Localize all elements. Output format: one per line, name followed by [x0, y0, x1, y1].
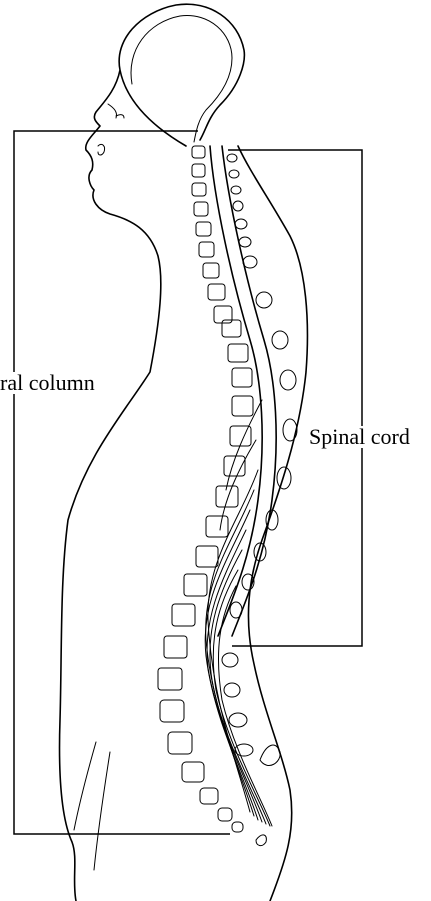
vertebral-bodies [158, 146, 253, 832]
vertebral-processes [222, 154, 297, 846]
body-outline-front [60, 4, 245, 901]
skull-inner-line [131, 16, 232, 142]
eye-mark [108, 104, 124, 118]
spinal-cord-label: Spinal cord [307, 426, 412, 448]
ear-mark [98, 144, 105, 155]
vertebral-column-label: ral column [0, 372, 126, 394]
spinal-cord-bracket [228, 150, 362, 646]
arm-outline [74, 742, 110, 870]
vertebral-column-label-text: ral column [0, 372, 95, 394]
vertebral-column-bracket [14, 131, 230, 834]
